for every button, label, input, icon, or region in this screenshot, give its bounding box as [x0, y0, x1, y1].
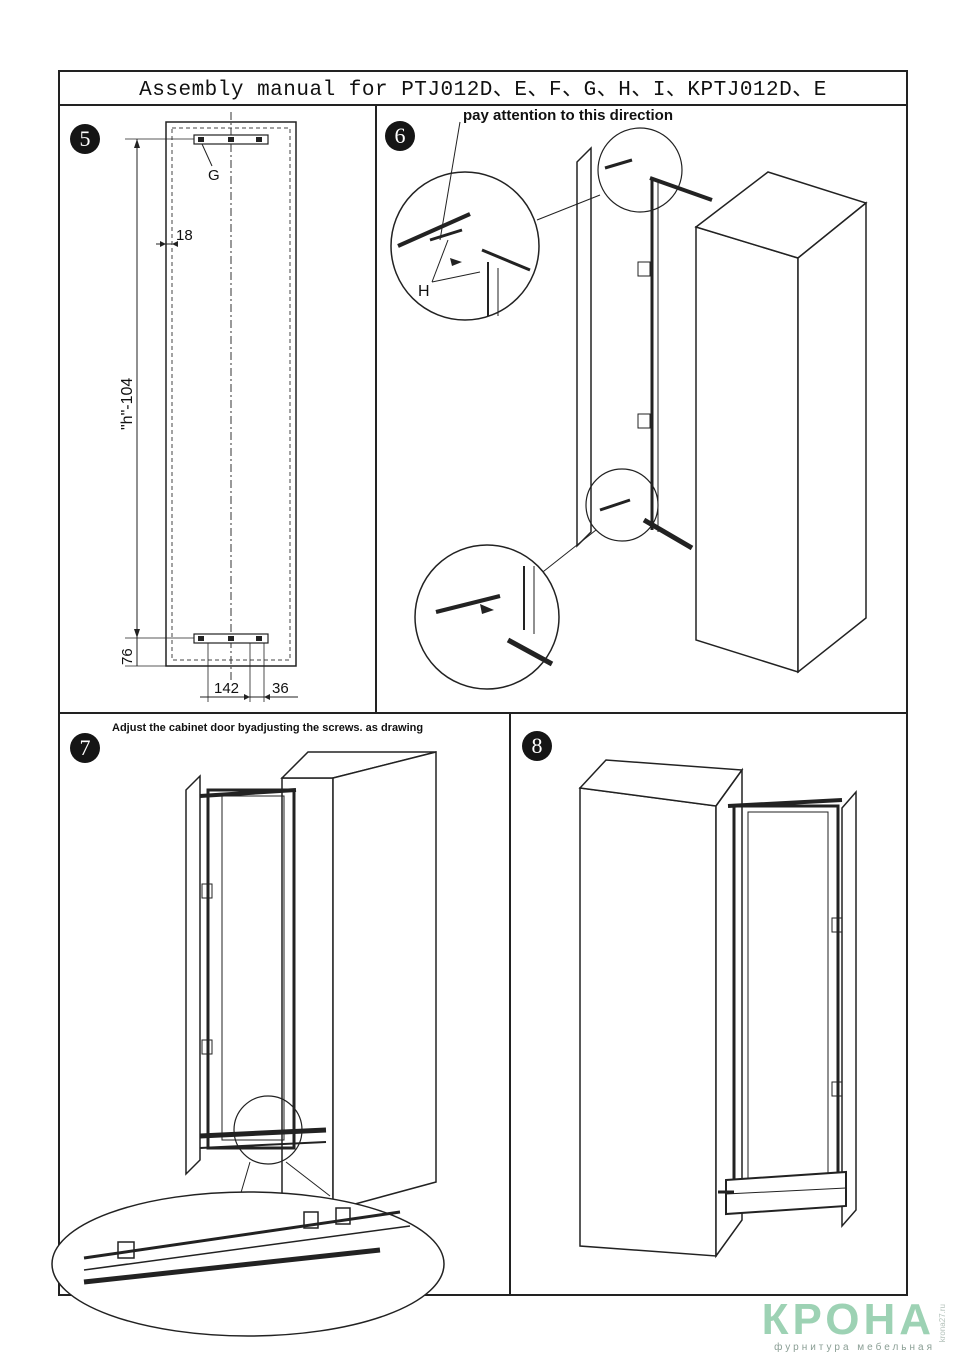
brand-side-text: krona27.ru — [938, 1304, 947, 1343]
label-h-104: "h"-104 — [119, 378, 136, 430]
zoom-circle-bottom — [585, 468, 659, 542]
step-5-badge: 5 — [70, 124, 100, 154]
detail-circle-top — [390, 171, 540, 321]
basket-8 — [725, 1170, 847, 1216]
divider-top — [375, 106, 377, 712]
step-8-badge: 8 — [522, 731, 552, 761]
label-142: 142 — [214, 680, 239, 697]
label-g: G — [208, 167, 220, 184]
cabinet-6-side — [797, 201, 867, 674]
brand-name: КРОНА — [761, 1295, 935, 1344]
zoom-circle-7 — [233, 1095, 303, 1165]
door-panel — [165, 121, 297, 667]
page-title: Assembly manual for PTJ012D、E、F、G、H、I、KP… — [58, 70, 908, 106]
label-76: 76 — [119, 648, 136, 665]
brand-logo: КРОНА фурнитура мебельная krona27.ru — [761, 1295, 947, 1354]
divider-bottom — [509, 712, 511, 1296]
cabinet-7-side — [332, 751, 437, 1211]
label-18: 18 — [176, 227, 193, 244]
brand-subtitle: фурнитура мебельная — [774, 1342, 935, 1353]
label-h: H — [418, 283, 430, 300]
divider-middle — [58, 712, 908, 714]
door-7 — [185, 774, 201, 1176]
door-6 — [576, 146, 592, 548]
cabinet-8-front — [579, 787, 717, 1257]
step-7-badge: 7 — [70, 733, 100, 763]
manual-frame — [58, 70, 908, 1296]
zoom-circle-top — [597, 127, 683, 213]
step-6-badge: 6 — [385, 121, 415, 151]
step-7-note: Adjust the cabinet door byadjusting the … — [112, 722, 424, 734]
label-36: 36 — [272, 680, 289, 697]
step-6-note: pay attention to this direction — [463, 107, 674, 124]
door-8 — [841, 790, 857, 1228]
